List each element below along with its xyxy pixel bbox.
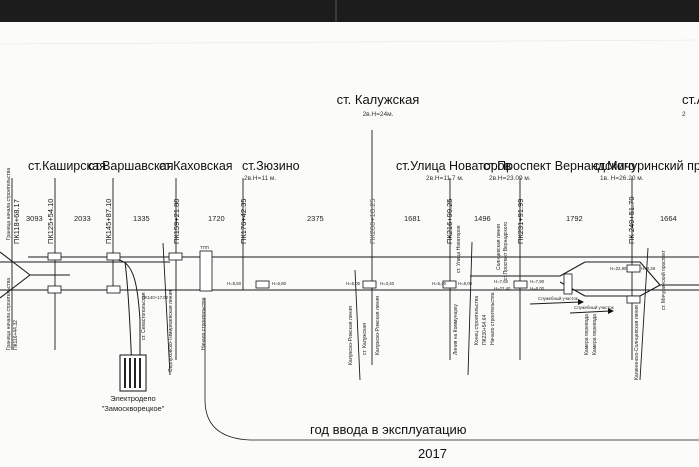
distance-1: 3093 — [26, 214, 43, 223]
serpukhov-crossing — [162, 242, 171, 376]
picket-4: ПК159+21.80 — [172, 199, 181, 244]
distance-9: 1664 — [660, 214, 677, 223]
main-tracks — [0, 251, 699, 299]
boundary-start-top: Граница начала строительства — [6, 168, 12, 240]
sevastopol-label: ст. Севастопольская — [141, 292, 147, 340]
station-kakhovskaya: ст.Каховская — [159, 159, 233, 173]
elevation-9: Н=7,90 — [530, 279, 545, 284]
station-vernadsky: ст.Проспект Вернандского — [483, 159, 635, 173]
construction-start-2-label: Начало строительства — [490, 292, 496, 345]
novatorov-tie-label: Линия на Коммунарку — [453, 304, 459, 355]
branch-2-label: Служебный участок — [574, 305, 614, 310]
station-novatorov-sub: 2в.Н=11.7 м. — [426, 175, 464, 182]
picket-5: ПК176+42.35 — [239, 199, 248, 244]
kaluzhskaya-small-label: ст. Калужская — [362, 323, 368, 355]
depot-label-1: Электродепо — [110, 394, 155, 403]
distance-4: 1720 — [208, 214, 225, 223]
pk230-label: ПК230+54.64 — [482, 315, 488, 346]
construction-start-label: Начало строительства — [201, 297, 207, 350]
year-value: 2017 — [418, 446, 447, 461]
kalininsko-line-label: Калининско-Солнцевская линия — [634, 305, 640, 380]
chamber-2-label: Камера перевода — [592, 314, 598, 355]
elevation-8: Н=22,40 — [494, 286, 511, 291]
service-track-2 — [569, 310, 611, 314]
kaluzhsko-crossing — [354, 269, 361, 381]
station-novatorov: ст.Улица Новаторов — [396, 159, 512, 173]
main-station-title: ст. Калужская — [337, 92, 420, 107]
pk140-label: ПК140+17.02 — [142, 295, 169, 300]
service-track-1 — [529, 301, 581, 305]
scan-fold-line — [0, 39, 699, 45]
elevation-10: Н=8,00 — [530, 286, 545, 291]
michurinsky-small-label: ст. Мичуринский проспект — [660, 249, 667, 310]
elevation-11: Н=22,80 — [610, 266, 627, 271]
kaluzhsko-line-label-2: Калужско-Рижская линия — [375, 296, 381, 355]
distance-2: 2033 — [74, 214, 91, 223]
elevation-5: Н=6,00 — [346, 281, 361, 286]
picket-3: ПК145+87.10 — [104, 199, 113, 244]
elevation-4: Н=8,00 — [458, 281, 473, 286]
solntsevo-line-label: Солнцевская линия — [496, 224, 502, 270]
station-axes — [11, 130, 633, 365]
distance-3: 1335 — [133, 214, 150, 223]
station-varshavskaya: ст.Варшавская — [88, 159, 174, 173]
service-arrow-1 — [578, 299, 584, 305]
kalininsko-crossing — [639, 247, 649, 381]
depot-branch-a — [117, 259, 141, 372]
picket-8: ПК231+91.99 — [516, 199, 525, 244]
elevation-12: Н=8,28 — [641, 266, 656, 271]
distance-8: 1792 — [566, 214, 583, 223]
elevation-2: Н=6,80 — [272, 281, 287, 286]
station-kashirskaya: ст.Каширская — [28, 159, 106, 173]
solntsevo-crossing — [467, 241, 473, 376]
picket-2: ПК125+54.10 — [46, 199, 55, 244]
station-zyuzino: ст.Зюзино — [242, 159, 300, 173]
branch-1-label: Служебный участок — [538, 296, 578, 301]
elevation-6: Н=3,40 — [380, 281, 395, 286]
picket-7: ПК216+99.25 — [445, 199, 454, 244]
station-zyuzino-sub: 2в.Н=11 м. — [244, 175, 276, 182]
year-caption: год ввода в эксплуатацию — [310, 422, 467, 437]
station-vernadsky-sub: 2в.Н=23.09 м. — [489, 175, 531, 182]
station-michurinsky-sub: 1в. Н=26.20 м. — [600, 175, 644, 182]
serpukhov-label: Серпуховско-Тимирязевская линия — [168, 290, 174, 372]
pk-bottom-label: ПК116+44.32 — [13, 320, 19, 350]
vernadsky-small-label: ст.Проспект Вернадского — [503, 222, 509, 280]
distance-7: 1496 — [474, 214, 491, 223]
scan-top-band — [0, 0, 699, 22]
picket-1: ПК118+68.17 — [12, 199, 21, 244]
picket-9: ПК 249+51.70 — [627, 196, 636, 244]
service-arrow-2 — [608, 308, 614, 314]
clipped-station-title: ст.А — [682, 92, 699, 107]
boundary-start-bottom: Граница начала строительства — [6, 278, 12, 350]
kaluzhsko-line-label: Калужско-Рижская линия — [348, 306, 354, 365]
station-michurinsky: ст.Мичуринский проспект — [593, 159, 699, 173]
depot-label-2: "Замоскворецкое" — [102, 404, 165, 413]
clipped-station-subtitle: 2 — [682, 111, 686, 118]
depot-building — [119, 354, 147, 392]
novatorov-small-label: ст. Улица Новаторов — [456, 225, 462, 273]
distance-5: 2375 — [307, 214, 324, 223]
chamber-1-label: Камера перевода — [584, 314, 590, 355]
picket-6: ПК200+18.25 — [368, 199, 377, 244]
main-station-subtitle: 2в.Н=24м. — [363, 111, 394, 118]
station-boxes — [47, 250, 641, 304]
elevation-1: Н=8,60 — [227, 281, 242, 286]
elevation-7: Н=7,60 — [494, 279, 509, 284]
year-band-outline — [204, 298, 699, 441]
depot-hatching — [124, 358, 141, 388]
construction-end-label: Конец строительства — [474, 296, 480, 345]
elevation-3: Н=5,40 — [432, 281, 447, 286]
distance-6: 1681 — [404, 214, 421, 223]
tpp-label: ТПП — [200, 245, 209, 250]
